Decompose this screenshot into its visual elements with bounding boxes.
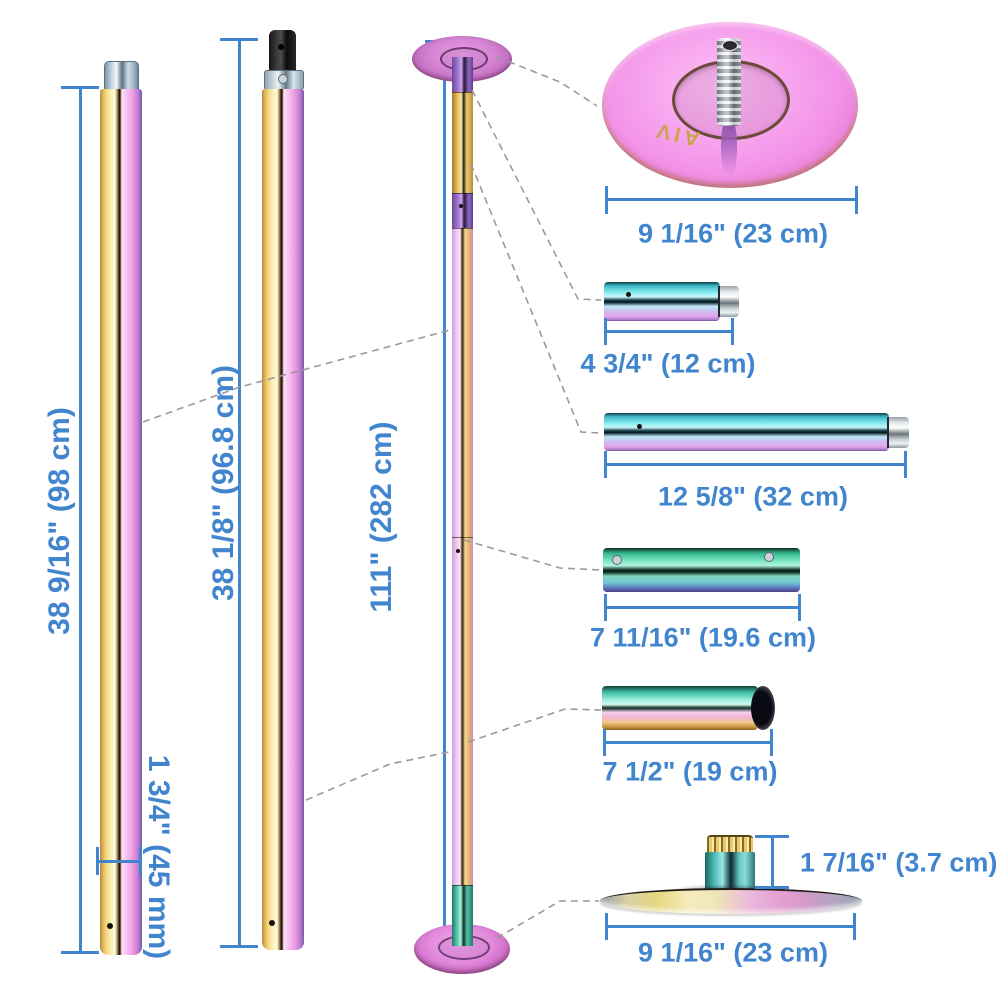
dashed-connector-base bbox=[496, 900, 599, 939]
pole-b-tube bbox=[262, 89, 304, 950]
assembled-segment-adapter bbox=[452, 193, 473, 229]
assembled-height-label: 111" (282 cm) bbox=[365, 421, 398, 613]
pole-a-tube bbox=[100, 89, 142, 955]
dashed-connector-ext12 bbox=[471, 89, 602, 301]
extension-12cm-hole bbox=[626, 292, 631, 297]
dome-diameter-label: 9 1/16" (23 cm) bbox=[638, 218, 828, 249]
ceiling-dome-pin-reflection bbox=[721, 118, 737, 176]
extension-19-6cm-screw-right bbox=[764, 552, 774, 562]
pole-a-top-cap bbox=[104, 61, 139, 92]
pole-b-pin-hole bbox=[269, 920, 275, 926]
ceiling-dome-pin-hole bbox=[722, 40, 738, 51]
extension-19cm-open-end bbox=[751, 686, 775, 730]
assembled-segment-main-lower bbox=[452, 537, 473, 886]
assembled-segment-top bbox=[452, 57, 473, 92]
extension-19cm-tube bbox=[602, 686, 758, 730]
dashed-connector-ext32 bbox=[470, 163, 602, 434]
assembled-segment-upper bbox=[452, 92, 473, 194]
base-mount-thread bbox=[707, 835, 753, 855]
pole-a-length-label: 38 9/16" (98 cm) bbox=[43, 407, 76, 635]
assembled-segment-bottom bbox=[452, 885, 473, 946]
extension-19-6cm-screw-left bbox=[612, 555, 622, 565]
ceiling-dome-pin bbox=[717, 38, 741, 126]
base-diameter-label: 9 1/16" (23 cm) bbox=[638, 937, 828, 968]
pole-b-collar-screw bbox=[278, 74, 288, 84]
dashed-connector-pole-b bbox=[305, 751, 450, 801]
extension-32cm-hole bbox=[637, 424, 642, 429]
extension-32cm-tube bbox=[604, 413, 889, 451]
extension-32cm-label: 12 5/8" (32 cm) bbox=[658, 481, 848, 512]
extension-32cm-joint bbox=[887, 417, 909, 448]
dashed-connector-pole-a bbox=[142, 329, 451, 423]
extension-12cm-joint bbox=[718, 286, 739, 317]
extension-19cm-label: 7 1/2" (19 cm) bbox=[602, 756, 778, 787]
extension-12cm-tube bbox=[604, 282, 720, 321]
assembled-segment-main-upper bbox=[452, 228, 473, 538]
extension-12cm-label: 4 3/4" (12 cm) bbox=[580, 348, 756, 379]
dashed-connector-ext19-6 bbox=[463, 539, 602, 571]
pole-a-diameter-label: 1 3/4" (45 mm) bbox=[142, 754, 175, 960]
pole-b-knob-hole bbox=[278, 44, 284, 50]
dashed-connector-ext19 bbox=[467, 708, 602, 743]
extension-19-6cm-label: 7 11/16" (19.6 cm) bbox=[590, 622, 816, 653]
pole-a-pin-hole bbox=[107, 923, 113, 929]
dashed-connector-dome bbox=[496, 56, 598, 107]
assembled-pin-hole-upper bbox=[459, 204, 463, 208]
pole-b-length-label: 38 1/8" (96.8 cm) bbox=[207, 364, 240, 602]
pole-b-adjuster-knob bbox=[269, 30, 296, 72]
base-disc bbox=[600, 888, 862, 914]
assembled-pin-hole-lower bbox=[456, 549, 460, 553]
base-height-label: 1 7/16" (3.7 cm) bbox=[800, 847, 998, 878]
